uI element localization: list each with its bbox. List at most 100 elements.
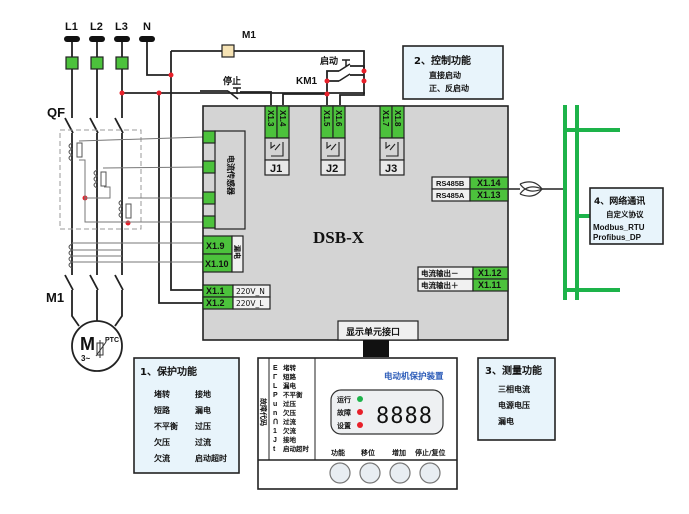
lcd-readout: 8888 <box>376 404 433 429</box>
display-cable-connector <box>363 340 389 357</box>
fault-desc: 不平衡 <box>283 390 303 399</box>
fault-code: Ո <box>273 418 278 426</box>
ct-input-label: 电流传感器 <box>226 155 236 196</box>
terminal-label: X1.14 <box>477 178 501 188</box>
fieldbus <box>563 105 620 300</box>
fault-code: t <box>273 446 276 453</box>
ptc-thermistor-icon <box>95 340 107 358</box>
box-item: 自定义协议 <box>606 209 644 219</box>
box-title: 4、网络通讯 <box>594 195 645 207</box>
box-item: 短路 <box>154 405 171 415</box>
box-item: 不平衡 <box>154 421 178 431</box>
fault-desc: 漏电 <box>283 381 297 390</box>
phase-label-l3: L3 <box>115 21 128 33</box>
contactor-main-label: M1 <box>46 290 64 305</box>
box-item: 欠流 <box>154 453 170 463</box>
indicator-label: 设置 <box>337 421 351 430</box>
box-title: 1、保护功能 <box>140 365 197 378</box>
relay-contact-icon <box>385 142 399 157</box>
terminal-label: X1.11 <box>478 280 501 290</box>
relay-j1: X1.3 X1.4 J1 <box>264 105 290 176</box>
box-item: 漏电 <box>498 416 514 426</box>
terminal-x1-13 <box>469 188 509 202</box>
box-item: 直接启动 <box>429 70 461 80</box>
ct-enclosure <box>59 129 142 230</box>
phase-label-n: N <box>143 21 151 33</box>
box-item: 过流 <box>195 437 211 447</box>
box-title: 2、控制功能 <box>414 54 471 67</box>
terminal-label: X1.12 <box>478 268 502 278</box>
ct-terminal <box>202 160 216 174</box>
fault-code: Γ <box>273 374 278 381</box>
breaker-label: QF <box>47 105 65 120</box>
indicator-label: 运行 <box>337 395 351 404</box>
start-label: 启动 <box>320 55 338 67</box>
module-title: DSB-X <box>313 228 365 247</box>
junction-dot <box>125 220 131 226</box>
fault-desc: 欠压 <box>283 408 297 417</box>
relay-label: J3 <box>385 163 397 175</box>
junction-dot <box>156 90 162 96</box>
phase-label-l2: L2 <box>90 21 103 33</box>
fuse-l1 <box>65 56 79 70</box>
junction-dot <box>361 68 367 74</box>
motor-symbol: M <box>80 334 95 354</box>
fault-code: E <box>273 365 278 372</box>
junction-dot <box>324 91 330 97</box>
power-tab <box>232 296 271 310</box>
ct-terminal <box>202 130 216 144</box>
ct-terminal <box>202 191 216 205</box>
rs485a-label: RS485A <box>436 191 465 200</box>
fault-desc: 启动超时 <box>283 444 310 453</box>
ct-input-block <box>214 130 246 230</box>
power-label: 220V_N <box>236 287 265 296</box>
terminal-label: X1.6 <box>334 110 343 127</box>
stop-reset-button[interactable] <box>419 462 441 484</box>
box-item: 欠压 <box>154 437 170 447</box>
fuse-l3 <box>115 56 129 70</box>
button-label: 移位 <box>361 448 375 457</box>
relay-j2: X1.5 X1.6 J2 <box>320 105 346 176</box>
box-item: 过压 <box>195 421 211 431</box>
ct-terminal <box>202 215 216 229</box>
fault-desc: 接地 <box>283 435 297 444</box>
fault-desc: 堵转 <box>283 363 297 372</box>
indicator-label: 故障 <box>337 408 351 417</box>
relay-contact-icon <box>270 142 284 157</box>
fault-code: u <box>273 401 277 408</box>
terminal-clamp-icon <box>64 36 80 42</box>
box-item: 漏电 <box>195 405 211 415</box>
phase-conductors <box>64 42 171 327</box>
network-feature-box: 4、网络通讯 自定义协议 Modbus_RTU Profibus_DP <box>589 187 664 245</box>
function-button[interactable] <box>329 462 351 484</box>
fault-desc: 过流 <box>283 417 297 426</box>
relay-contact-icon <box>326 142 340 157</box>
terminal-x1-11 <box>472 278 509 292</box>
shift-button[interactable] <box>359 462 381 484</box>
box-item: 电源电压 <box>498 400 530 410</box>
control-feature-box: 2、控制功能 直接启动 正、反启动 <box>402 45 504 100</box>
box-item: 三相电流 <box>498 384 530 394</box>
relay-j3: X1.7 X1.8 J3 <box>379 105 405 176</box>
increase-button[interactable] <box>389 462 411 484</box>
motor-phase-note: 3~ <box>81 354 90 363</box>
rs485b-label: RS485B <box>436 179 465 188</box>
terminal-clamp-icon <box>114 36 130 42</box>
stop-label: 停止 <box>223 75 241 87</box>
relay-label: J1 <box>270 163 282 175</box>
terminal-label: X1.5 <box>322 110 331 127</box>
terminal-label: X1.4 <box>278 110 287 127</box>
contactor-coil <box>221 44 235 58</box>
fault-code: J <box>273 437 277 444</box>
ptc-label: PTC <box>105 337 119 344</box>
fuse-l2 <box>90 56 104 70</box>
display-port-label: 显示单元接口 <box>346 326 400 338</box>
box-item: Modbus_RTU <box>593 223 645 232</box>
terminal-label: X1.7 <box>381 110 390 127</box>
leakage-tab <box>231 235 244 273</box>
supply-terminals: L1 L2 L3 N <box>64 21 155 70</box>
protection-feature-box: 1、保护功能 堵转 接地 短路 漏电 不平衡 过压 欠压 过流 欠流 启动超时 <box>133 357 240 474</box>
terminal-label: X1.8 <box>393 110 402 127</box>
current-transformers <box>68 136 204 269</box>
